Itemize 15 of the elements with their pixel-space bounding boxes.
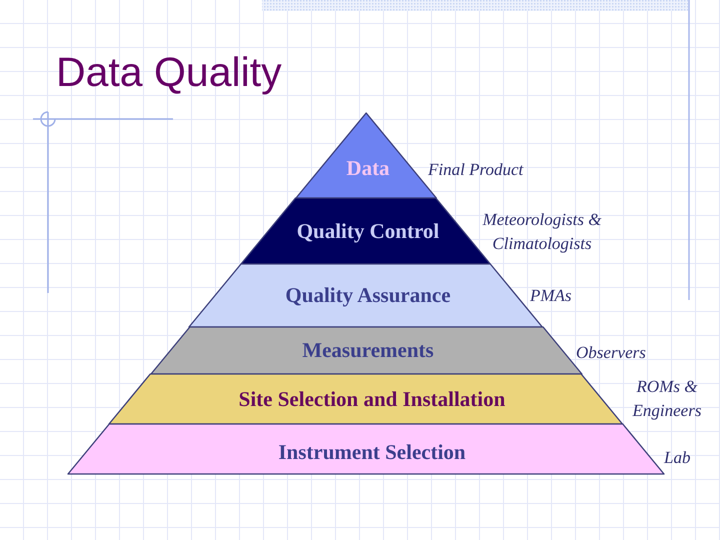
tier-label: Quality Control [296, 218, 440, 244]
tier-label: Instrument Selection [278, 440, 466, 464]
side-note: Final Product [428, 159, 524, 181]
side-note: ROMs & Engineers [631, 376, 702, 422]
slide-title: Data Quality [56, 50, 282, 96]
pyramid-tier [68, 424, 664, 474]
tier-label: Measurements [302, 338, 434, 362]
pyramid-tier [109, 374, 623, 424]
side-note: PMAs [530, 285, 572, 307]
side-note: Meteorologists & Climatologists [482, 209, 602, 255]
side-note: Observers [576, 342, 646, 364]
tier-label: Data [346, 156, 390, 180]
tier-label: Quality Assurance [285, 282, 451, 308]
tier-label: Site Selection and Installation [238, 386, 506, 412]
side-note: Lab [664, 447, 690, 469]
